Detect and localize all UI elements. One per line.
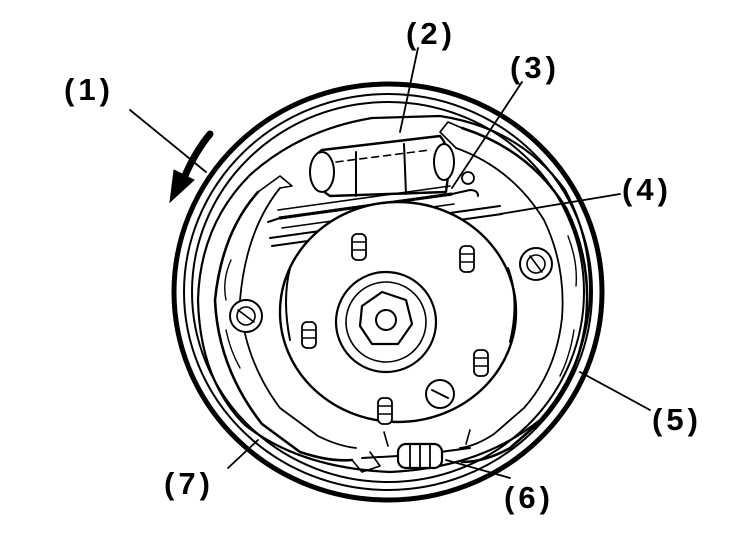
callout-label-5: (5) (652, 402, 702, 437)
leader-line-3 (451, 81, 523, 189)
leader-line-1 (129, 109, 207, 173)
wheel-cylinder (309, 134, 455, 198)
hold-down-pin-left (229, 299, 263, 333)
access-plug (425, 379, 455, 409)
wheel-stud (459, 245, 475, 273)
wheel-stud (473, 349, 489, 377)
callout-label-3: (3) (510, 50, 560, 85)
brake-drum (171, 81, 605, 503)
leader-line-2 (399, 47, 419, 133)
wheel-stud (351, 233, 367, 261)
callout-label-7: (7) (164, 466, 214, 501)
backing-plate (196, 114, 592, 474)
trailing-brake-shoe (439, 121, 589, 464)
callout-labels: (1) (2) (3) (4) (5) (6) (7) (64, 16, 702, 515)
wheel-studs (301, 233, 489, 425)
callout-label-1: (1) (64, 72, 114, 107)
callout-label-4: (4) (622, 172, 672, 207)
leader-line-4 (499, 193, 621, 215)
callout-label-2: (2) (406, 16, 456, 51)
wheel-stud (301, 321, 317, 349)
leader-line-5 (579, 371, 651, 411)
leader-line-7 (227, 439, 259, 469)
leading-brake-shoe (213, 175, 381, 473)
lower-return-spring (361, 429, 471, 470)
leader-lines (129, 47, 651, 479)
rotation-arrow (169, 130, 214, 204)
wheel-stud (377, 397, 393, 425)
hold-down-pin-right (519, 247, 553, 281)
axle-hub (278, 200, 518, 424)
leader-line-6 (445, 459, 511, 479)
callout-label-6: (6) (504, 480, 554, 515)
